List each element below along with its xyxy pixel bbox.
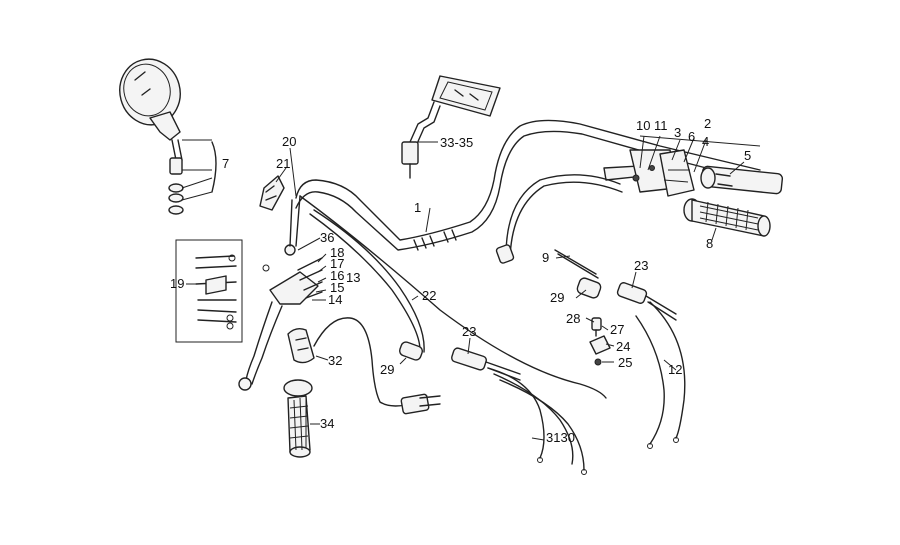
callout-1: 1 bbox=[414, 200, 421, 215]
leader-21 bbox=[275, 167, 287, 183]
callout-3: 3 bbox=[674, 125, 681, 140]
handlebar bbox=[295, 119, 761, 251]
callout-30-31: 3130 bbox=[546, 430, 575, 445]
leader-7 bbox=[181, 139, 213, 201]
bracket-7 bbox=[211, 141, 217, 193]
leader-9 bbox=[555, 255, 571, 259]
callout-18: 18 bbox=[330, 245, 344, 260]
right-grip bbox=[683, 198, 771, 237]
right-adjusters bbox=[576, 277, 677, 321]
callout-33-35: 33-35 bbox=[440, 135, 473, 150]
callout-14: 14 bbox=[328, 292, 342, 307]
callout-21: 21 bbox=[276, 156, 290, 171]
callout-25: 25 bbox=[618, 355, 632, 370]
callout-23-left: 23 bbox=[462, 324, 476, 339]
callout-32: 32 bbox=[328, 353, 342, 368]
right-mirror bbox=[401, 75, 501, 179]
leader-20 bbox=[289, 147, 297, 197]
leader-throttle bbox=[639, 135, 745, 175]
callout-27: 27 bbox=[610, 322, 624, 337]
callout-36: 36 bbox=[320, 230, 334, 245]
leader-30 bbox=[531, 437, 545, 441]
callout-7: 7 bbox=[222, 156, 229, 171]
callout-29-right: 29 bbox=[550, 290, 564, 305]
callout-15: 15 bbox=[330, 280, 344, 295]
callout-22: 22 bbox=[422, 288, 436, 303]
callout-23-right: 23 bbox=[634, 258, 648, 273]
callout-19: 19 bbox=[170, 276, 184, 291]
callout-28: 28 bbox=[566, 311, 580, 326]
leader-1 bbox=[425, 207, 431, 233]
throttle-cable bbox=[495, 174, 623, 279]
callout-16: 16 bbox=[330, 268, 344, 283]
left-mirror bbox=[119, 58, 184, 215]
callout-12: 12 bbox=[668, 362, 682, 377]
callout-4: 4 bbox=[702, 134, 709, 149]
center-adjusters bbox=[398, 341, 521, 381]
leader-switch bbox=[312, 253, 327, 301]
cable-12 bbox=[635, 301, 686, 449]
detail-box-19 bbox=[175, 239, 243, 343]
callout-2: 2 bbox=[704, 116, 711, 131]
leader-22 bbox=[411, 295, 419, 301]
wire-22 bbox=[309, 209, 441, 415]
callout-17: 17 bbox=[330, 256, 344, 271]
left-grip bbox=[283, 379, 313, 458]
leader-36 bbox=[297, 237, 321, 251]
callout-9: 9 bbox=[542, 250, 549, 265]
small-hardware bbox=[589, 317, 611, 366]
callout-labels: 1 2 3 4 5 6 7 8 9 10 11 12 13 14 15 16 1… bbox=[170, 116, 751, 445]
callout-11: 11 bbox=[654, 118, 668, 133]
callout-24: 24 bbox=[616, 339, 630, 354]
leader-29-right bbox=[575, 289, 587, 299]
callout-20: 20 bbox=[282, 134, 296, 149]
callout-10: 10 bbox=[636, 118, 650, 133]
callout-34: 34 bbox=[320, 416, 334, 431]
cables-30-31 bbox=[299, 195, 607, 475]
throttle-assembly bbox=[603, 135, 784, 197]
leader-23-left bbox=[467, 337, 471, 355]
leader-8 bbox=[711, 227, 717, 241]
leader-hardware bbox=[585, 317, 615, 363]
leader-23-right bbox=[631, 271, 637, 289]
leader-29-left bbox=[399, 357, 407, 365]
callout-8: 8 bbox=[706, 236, 713, 251]
leader-32 bbox=[315, 355, 329, 361]
callout-5: 5 bbox=[744, 148, 751, 163]
callout-29-left: 29 bbox=[380, 362, 394, 377]
callout-6: 6 bbox=[688, 129, 695, 144]
callout-13: 13 bbox=[346, 270, 360, 285]
leader-12 bbox=[663, 359, 677, 371]
left-control-cluster bbox=[175, 175, 323, 391]
